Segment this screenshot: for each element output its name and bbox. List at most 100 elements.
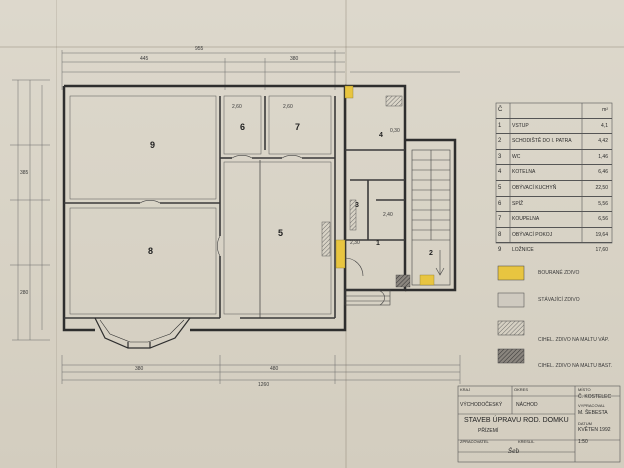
title-block: KRAJ VÝCHODOČESKÝ OKRES NÁCHOD MÍSTO Č. … (458, 383, 620, 463)
room-label-5: 5 (278, 228, 284, 238)
misto-value: Č. KOSTELEC (578, 394, 612, 400)
legend-name: OBÝVACÍ KUCHYŇ (512, 184, 557, 191)
dim-bottom-a: 380 (135, 366, 144, 372)
legend-area: 17,60 (595, 247, 608, 254)
author-value: M. ŠEBESTA (578, 410, 608, 416)
room-label-2: 2 (429, 250, 433, 257)
dim-top-total: 955 (195, 46, 204, 52)
exterior-walls (62, 84, 457, 332)
legend-area: 6,56 (598, 216, 608, 223)
legend-header-num: Č (498, 107, 503, 113)
dim-left-a: 385 (20, 170, 29, 176)
dim-room-height: 2,60 (232, 104, 242, 110)
swatch-label-brick-lime: CIHEL. ZDIVO NA MALTU VÁP. (538, 337, 609, 343)
datum-label: DATUM (578, 421, 592, 426)
signature: Šeb (508, 448, 520, 455)
swatch-label-brick-bast: CIHEL. ZDIVO NA MALTU BAST. (538, 363, 613, 369)
title-block-grid (457, 385, 621, 463)
dim-left-b: 280 (20, 290, 29, 296)
legend-num: 5 (498, 184, 502, 191)
kraj-value: VÝCHODOČESKÝ (460, 402, 503, 408)
legend-num: 7 (498, 216, 502, 223)
swatch-label-existing: STÁVAJÍCÍ ZDIVO (538, 297, 580, 303)
legend-num: 2 (498, 138, 502, 145)
legend-name: KOUPELNA (512, 216, 540, 223)
legend-row: 6 SPÍŽ 5,56 (496, 197, 612, 213)
legend-row: 7 KOUPELNA 6,56 (496, 212, 612, 228)
legend-area: 1,46 (598, 153, 608, 160)
legend-row: 5 OBÝVACÍ KUCHYŇ 22,50 (496, 181, 612, 197)
entrance-steps (344, 289, 391, 306)
legend-name: WC (512, 153, 521, 160)
legend-num: 9 (498, 247, 502, 254)
legend-num: 8 (498, 231, 502, 238)
project-title: STAVEB ÚPRAVU ROD. DOMKU (464, 417, 569, 424)
room-label-4: 4 (379, 132, 383, 139)
dim-top-b: 380 (290, 56, 299, 62)
left-dimension-lines (10, 79, 50, 341)
interior-walls (64, 96, 405, 319)
legend-header-area: m² (602, 107, 608, 113)
legend-row: 3 WC 1,46 (496, 150, 612, 166)
legend-area: 5,56 (598, 200, 608, 207)
legend-header-row: Č m² (496, 103, 612, 119)
dim-bottom-b: 480 (270, 366, 279, 372)
misto-label: MÍSTO (578, 387, 591, 392)
dim-c5: 2,40 (383, 212, 393, 218)
legend-name: SCHODIŠTĚ DO I. PATRA (512, 138, 572, 145)
sheet-name: PŘÍZEMÍ (478, 428, 499, 434)
legend-name: SPÍŽ (512, 200, 524, 207)
legend-area: 6,46 (598, 169, 608, 176)
legend-swatches (497, 265, 525, 364)
legend-num: 3 (498, 153, 502, 160)
room-label-1: 1 (376, 240, 380, 247)
room-legend-table: Č m² 1 VSTUP 4,1 2 SCHODIŠTĚ DO I. PATRA 4,4… (496, 103, 612, 258)
legend-area: 4,1 (601, 122, 608, 129)
bay-window (94, 317, 191, 349)
room-label-3: 3 (355, 202, 359, 209)
demolished-walls (335, 85, 435, 286)
legend-name: OBÝVACÍ POKOJ (512, 231, 553, 238)
okres-label: OKRES (514, 387, 529, 392)
dim-c4: 0,30 (390, 128, 400, 134)
legend-row: 4 KOTELNA 6,46 (496, 165, 612, 181)
legend-name: VSTUP (512, 122, 529, 129)
kraj-label: KRAJ (460, 387, 471, 392)
legend-row: 2 SCHODIŠTĚ DO I. PATRA 4,42 (496, 134, 612, 150)
paper-fold-horizontal (0, 46, 624, 48)
staircase (411, 149, 451, 286)
dim-bottom-total: 1260 (258, 382, 270, 388)
zpracovatel-label: ZPRACOVATEL (460, 439, 489, 444)
date-value: KVĚTEN 1992 (578, 427, 611, 433)
top-dimension-lines (61, 50, 460, 90)
dim-top-a: 445 (140, 56, 149, 62)
legend-num: 1 (498, 122, 502, 129)
new-brick-walls (321, 95, 411, 288)
bottom-dimension-lines (61, 355, 461, 384)
room-label-6: 6 (240, 122, 246, 132)
door-swings (139, 155, 364, 277)
legend-area: 22,50 (595, 184, 608, 191)
swatch-label-demolished: BOURANÉ ZDIVO (538, 270, 580, 276)
legend-name: KOTELNA (512, 169, 536, 176)
legend-area: 19,64 (595, 231, 608, 238)
legend-num: 4 (498, 169, 502, 176)
legend-num: 6 (498, 200, 502, 207)
legend-row: 8 OBÝVACÍ POKOJ 19,64 (496, 228, 612, 244)
room-label-7: 7 (295, 122, 301, 132)
legend-name: LOŽNICE (512, 247, 534, 254)
room-label-8: 8 (148, 246, 154, 256)
okres-value: NÁCHOD (516, 402, 538, 408)
paper-fold-left (56, 0, 57, 468)
legend-row: 1 VSTUP 4,1 (496, 119, 612, 135)
dim-c6: 2,60 (283, 104, 293, 110)
dim-room4-height: 2,30 (350, 240, 360, 246)
room-label-9: 9 (150, 140, 156, 150)
legend-area: 4,42 (598, 138, 608, 145)
vypracoval-label: VYPRACOVAL (578, 403, 605, 408)
kreslil-label: KRESLIL (518, 439, 535, 444)
legend-row: 9 LOŽNICE 17,60 (496, 243, 612, 258)
scale-value: 1:50 (578, 439, 588, 445)
